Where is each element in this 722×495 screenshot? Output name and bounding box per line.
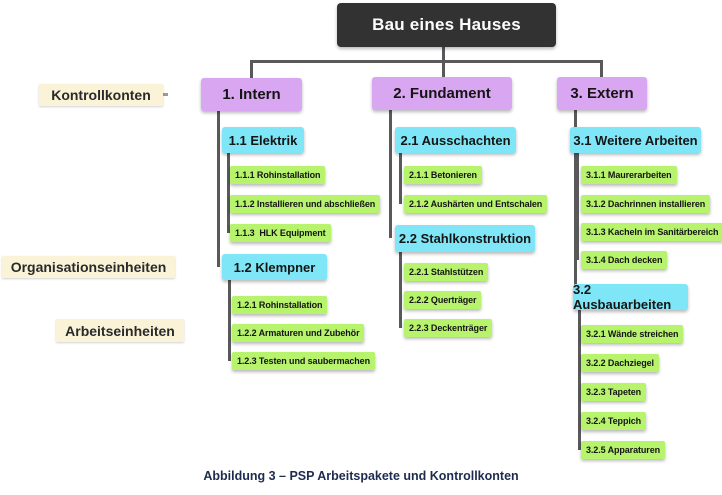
node-2-1-2-aush-rten-und-entschalen: 2.1.2 Aushärten und Entschalen [404,195,548,213]
node-3-2-ausbauarbeiten: 3.2 Ausbauarbeiten [573,282,688,312]
node-3-2-3-tapeten: 3.2.3 Tapeten [581,383,647,401]
node-bau-eines-hauses: Bau eines Hauses [337,3,556,47]
connector-line [250,60,253,78]
node-1-2-klempner: 1.2 Klempner [222,254,327,280]
node-1-1-1-rohinstallation: 1.1.1 Rohinstallation [230,166,326,184]
node-3-2-1-w-nde-streichen: 3.2.1 Wände streichen [581,325,684,343]
node-3-2-5-apparaturen: 3.2.5 Apparaturen [581,441,665,459]
node-2-2-1-stahlst-tzen: 2.2.1 Stahlstützen [404,263,489,281]
node-3-2-4-teppich: 3.2.4 Teppich [581,412,647,430]
connector-line [442,45,445,63]
node-1-1-elektrik: 1.1 Elektrik [222,127,304,153]
connector-line [389,110,392,238]
side-label-organisationseinheiten: Organisationseinheiten [2,256,175,278]
node-1-2-1-rohinstallation: 1.2.1 Rohinstallation [232,296,328,314]
node-3-1-weitere-arbeiten: 3.1 Weitere Arbeiten [570,127,701,153]
node-3-extern: 3. Extern [557,77,647,110]
figure-caption: Abbildung 3 – PSP Arbeitspakete und Kont… [203,469,519,483]
connector-line [442,60,445,78]
node-3-1-4-dach-decken: 3.1.4 Dach decken [581,251,668,269]
node-1-1-2-installieren-und-abschlie-en: 1.1.2 Installieren und abschließen [230,195,381,213]
node-3-1-2-dachrinnen-installieren: 3.1.2 Dachrinnen installieren [581,195,711,213]
connector-line [576,153,579,260]
label-connector-dash [163,93,168,96]
node-3-2-2-dachziegel: 3.2.2 Dachziegel [581,354,659,372]
connector-line [250,60,603,63]
node-1-1-3-hlk-equipment: 1.1.3 HLK Equipment [230,224,331,242]
node-3-1-3-kacheln-im-sanit-rbereich: 3.1.3 Kacheln im Sanitärbereich [581,223,722,241]
node-2-2-stahlkonstruktion: 2.2 Stahlkonstruktion [395,225,535,252]
node-2-1-ausschachten: 2.1 Ausschachten [395,127,516,153]
side-label-kontrollkonten: Kontrollkonten [39,84,163,106]
connector-line [217,111,220,267]
connector-line [227,153,230,233]
node-2-1-1-betonieren: 2.1.1 Betonieren [404,166,482,184]
connector-line [574,110,577,297]
connector-line [600,60,603,78]
connector-line [228,280,231,361]
connector-line [399,153,402,204]
node-2-2-3-deckentr-ger: 2.2.3 Deckenträger [404,319,493,337]
node-1-intern: 1. Intern [201,78,302,111]
node-3-1-1-maurerarbeiten: 3.1.1 Maurerarbeiten [581,166,677,184]
side-label-arbeitseinheiten: Arbeitseinheiten [56,319,184,342]
node-1-2-3-testen-und-saubermachen: 1.2.3 Testen und saubermachen [232,352,375,370]
node-2-2-2-quertr-ger: 2.2.2 Querträger [404,291,482,309]
connector-line [399,252,402,328]
node-2-fundament: 2. Fundament [372,77,512,110]
node-1-2-2-armaturen-und-zubeh-r: 1.2.2 Armaturen und Zubehör [232,324,365,342]
connector-line [578,310,581,450]
